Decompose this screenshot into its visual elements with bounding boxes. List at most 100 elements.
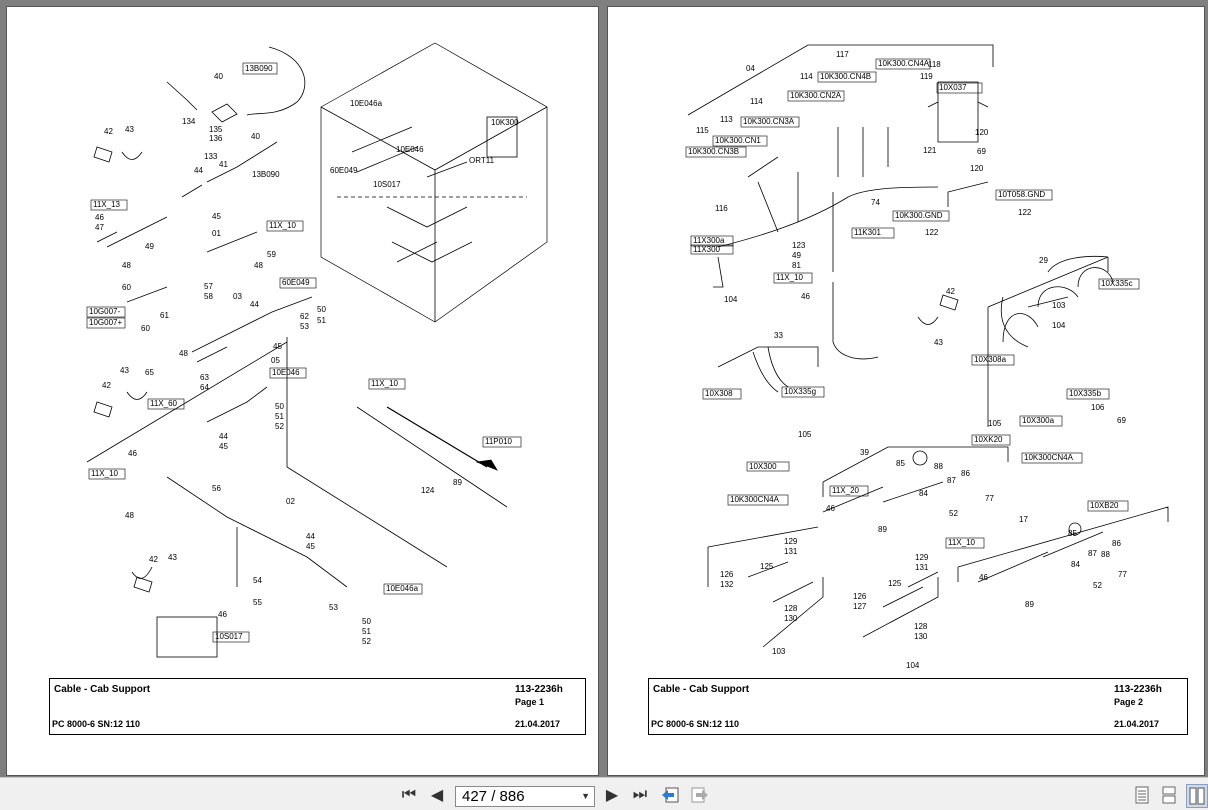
- title-block-page-1: Cable - Cab Support 113-2236h Page 1 PC …: [49, 678, 586, 735]
- svg-text:125: 125: [760, 562, 774, 571]
- svg-text:129: 129: [915, 553, 929, 562]
- model-serial: PC 8000-6 SN:12 110: [651, 719, 740, 729]
- svg-text:106: 106: [1091, 403, 1105, 412]
- chevron-down-icon[interactable]: ▼: [581, 791, 590, 801]
- svg-text:53: 53: [300, 322, 309, 331]
- svg-text:51: 51: [275, 412, 284, 421]
- svg-text:136: 136: [209, 134, 223, 143]
- svg-text:29: 29: [1039, 256, 1048, 265]
- svg-text:51: 51: [317, 316, 326, 325]
- svg-text:122: 122: [925, 228, 939, 237]
- svg-text:134: 134: [182, 117, 196, 126]
- svg-text:45: 45: [273, 342, 282, 351]
- svg-text:77: 77: [1118, 570, 1127, 579]
- svg-text:58: 58: [204, 292, 213, 301]
- single-page-view-icon[interactable]: [1131, 784, 1153, 806]
- go-forward-view-icon[interactable]: [689, 784, 711, 806]
- svg-text:60E049: 60E049: [282, 278, 310, 287]
- drawing-date: 21.04.2017: [1114, 719, 1160, 729]
- svg-text:10K300CN4A: 10K300CN4A: [730, 495, 780, 504]
- svg-text:50: 50: [317, 305, 326, 314]
- svg-text:56: 56: [212, 484, 221, 493]
- svg-text:10K300.CN3B: 10K300.CN3B: [688, 147, 739, 156]
- svg-text:42: 42: [104, 127, 113, 136]
- svg-text:127: 127: [853, 602, 867, 611]
- svg-text:130: 130: [784, 614, 798, 623]
- svg-text:123: 123: [792, 241, 806, 250]
- svg-text:89: 89: [878, 525, 887, 534]
- svg-text:60: 60: [141, 324, 150, 333]
- svg-text:11X_10: 11X_10: [269, 221, 297, 230]
- page-number-selector[interactable]: 427 / 886 ▼: [455, 786, 595, 807]
- svg-text:84: 84: [1071, 560, 1080, 569]
- svg-text:01: 01: [212, 229, 221, 238]
- svg-text:44: 44: [306, 532, 315, 541]
- svg-text:10E046: 10E046: [396, 145, 424, 154]
- svg-text:48: 48: [179, 349, 188, 358]
- svg-text:44: 44: [219, 432, 228, 441]
- svg-text:10X308: 10X308: [705, 389, 733, 398]
- svg-text:126: 126: [720, 570, 734, 579]
- svg-text:46: 46: [826, 504, 835, 513]
- svg-text:105: 105: [798, 430, 812, 439]
- svg-text:10S017: 10S017: [373, 180, 401, 189]
- svg-text:46: 46: [95, 213, 104, 222]
- svg-text:116: 116: [715, 204, 728, 213]
- svg-text:43: 43: [168, 553, 177, 562]
- svg-text:89: 89: [1025, 600, 1034, 609]
- svg-text:59: 59: [267, 250, 276, 259]
- svg-text:122: 122: [1018, 208, 1032, 217]
- svg-text:54: 54: [253, 576, 262, 585]
- model-serial: PC 8000-6 SN:12 110: [52, 719, 141, 729]
- svg-text:45: 45: [219, 442, 228, 451]
- svg-text:104: 104: [906, 661, 920, 670]
- svg-text:74: 74: [871, 198, 880, 207]
- svg-text:44: 44: [250, 300, 259, 309]
- svg-text:46: 46: [801, 292, 810, 301]
- svg-text:85: 85: [896, 459, 905, 468]
- last-page-icon[interactable]: ⏭: [632, 786, 648, 803]
- svg-text:45: 45: [306, 542, 315, 551]
- continuous-page-view-icon[interactable]: [1158, 784, 1180, 806]
- svg-text:120: 120: [975, 128, 989, 137]
- svg-text:132: 132: [720, 580, 734, 589]
- svg-text:86: 86: [961, 469, 970, 478]
- svg-text:10X335b: 10X335b: [1069, 389, 1102, 398]
- svg-text:11X_13: 11X_13: [93, 200, 121, 209]
- total-page-count: 886: [499, 788, 525, 805]
- svg-text:49: 49: [792, 251, 801, 260]
- go-back-view-icon[interactable]: [659, 784, 681, 806]
- svg-text:121: 121: [923, 146, 937, 155]
- svg-text:ORT11: ORT11: [469, 156, 495, 165]
- first-page-icon[interactable]: ⏮: [401, 786, 417, 803]
- svg-text:113: 113: [720, 115, 733, 124]
- svg-text:103: 103: [1052, 301, 1066, 310]
- svg-text:46: 46: [979, 573, 988, 582]
- svg-text:11X_10: 11X_10: [948, 538, 976, 547]
- svg-text:60E049: 60E049: [330, 166, 358, 175]
- two-page-view-icon[interactable]: [1186, 784, 1208, 808]
- svg-text:11X300: 11X300: [693, 245, 721, 254]
- svg-text:10K300.GND: 10K300.GND: [895, 211, 943, 220]
- page-separator: /: [491, 788, 496, 805]
- svg-text:87: 87: [1088, 549, 1097, 558]
- document-number: 113-2236h: [1114, 684, 1162, 695]
- svg-text:61: 61: [160, 311, 169, 320]
- svg-text:85: 85: [1068, 529, 1077, 538]
- svg-text:10E046a: 10E046a: [350, 99, 383, 108]
- document-number: 113-2236h: [515, 684, 563, 695]
- svg-text:33: 33: [774, 331, 783, 340]
- current-page-number: 427: [462, 788, 488, 805]
- next-page-icon[interactable]: ▶: [605, 787, 619, 804]
- svg-text:10K300.CN2A: 10K300.CN2A: [790, 91, 842, 100]
- svg-text:43: 43: [934, 338, 943, 347]
- svg-text:10K300: 10K300: [491, 118, 519, 127]
- previous-page-icon[interactable]: ◀: [430, 787, 444, 804]
- svg-text:03: 03: [233, 292, 242, 301]
- svg-text:104: 104: [1052, 321, 1066, 330]
- svg-text:10X335g: 10X335g: [784, 387, 816, 396]
- page-label: Page 1: [515, 697, 545, 707]
